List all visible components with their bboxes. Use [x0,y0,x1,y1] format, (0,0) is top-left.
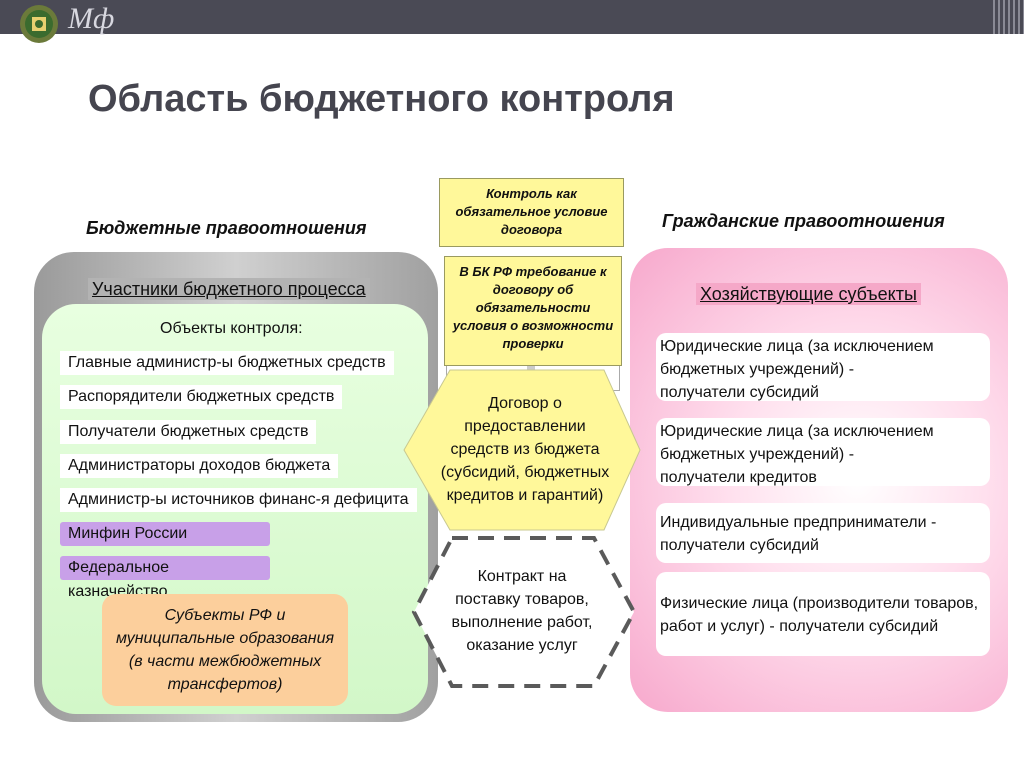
orange-line: (в части межбюджетных [128,653,322,670]
box1-line: обязательное условие [455,204,608,219]
top-bar [0,0,1024,34]
orange-line: Субъекты РФ и [164,607,286,624]
entity-line: Юридические лица (за исключением [660,338,934,355]
object-item: Получатели бюджетных средств [60,420,317,444]
civil-relations-heading: Гражданские правоотношения [662,211,945,231]
entity-line: бюджетных учреждений) - [660,361,855,378]
brand-text: Мф [68,2,115,35]
minfin-item: Минфин России [60,522,270,546]
entity-item: Физические лица (производители товаров, … [656,572,990,656]
regions-municipalities-box: Субъекты РФ и муниципальные образования … [102,594,348,706]
entity-line: Индивидуальные предприниматели - [660,514,937,531]
orange-line: муниципальные образования [115,630,335,647]
object-item: Распорядители бюджетных средств [60,385,343,409]
bk-requirement-box: В БК РФ требование к договору об обязате… [444,256,622,366]
box1-line: Контроль как [486,186,577,201]
box2-line: условия о возможности [452,318,614,333]
contract-line: поставку товаров, [455,591,589,608]
box2-line: договору об [492,282,574,297]
hex-line: Договор о [488,395,562,412]
box1-line: договора [500,222,563,237]
contract-line: оказание услуг [466,637,578,654]
object-item: Главные администр-ы бюджетных средств [60,351,394,375]
entity-line: Физические лица (производители товаров, [660,595,979,612]
entity-line: получатели кредитов [660,469,817,486]
entity-line: работ и услуг) - получатели субсидий [660,618,939,635]
contract-line: выполнение работ, [451,614,593,631]
contract-text: Контракт на поставку товаров, выполнение… [432,565,612,657]
box2-line: В БК РФ требование к [459,264,607,279]
box2-line: проверки [502,336,564,351]
top-bar-stripes [990,0,1024,34]
treasury-item: Федеральное казначейство [60,556,270,600]
entity-line: получатели субсидий [660,537,819,554]
budget-relations-heading: Бюджетные правоотношения [86,218,367,238]
object-item: Администр-ы источников финанс-я дефицита [60,488,417,512]
entity-line: бюджетных учреждений) - [660,446,855,463]
entity-line: Юридические лица (за исключением [660,423,934,440]
contract-line: Контракт на [477,568,567,585]
agreement-hexagon [403,369,641,531]
box2-line: обязательности [475,300,591,315]
entity-item: Индивидуальные предприниматели - получат… [656,503,990,563]
objects-title: Объекты контроля: [160,320,303,337]
orange-line: трансфертов) [167,676,283,693]
entity-line: получатели субсидий [660,384,819,401]
hex-line: средств из бюджета [450,441,600,458]
hex-line: предоставлении [464,418,586,435]
contract-condition-box: Контроль как обязательное условие догово… [439,178,624,247]
entity-item: Юридические лица (за исключением бюджетн… [656,333,990,401]
subjects-title: Хозяйствующие субъекты [696,283,921,305]
agreement-text: Договор о предоставлении средств из бюдж… [430,392,620,507]
hex-line: кредитов и гарантий) [446,487,604,504]
emblem-logo [20,5,58,43]
hex-line: (субсидий, бюджетных [440,464,610,481]
contract-hexagon [411,536,637,688]
object-item: Администраторы доходов бюджета [60,454,339,478]
participants-title: Участники бюджетного процесса [88,278,370,300]
page-title: Область бюджетного контроля [88,78,675,120]
entity-item: Юридические лица (за исключением бюджетн… [656,418,990,486]
